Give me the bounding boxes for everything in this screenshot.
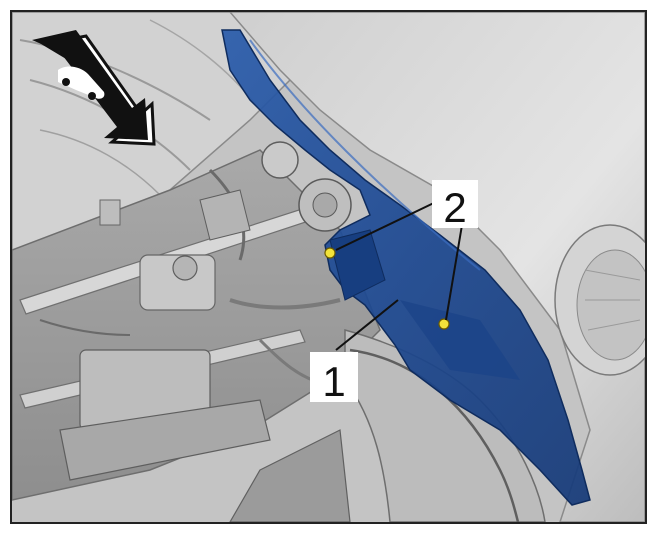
brake-fluid-cap	[261, 141, 299, 179]
fender-body	[229, 12, 645, 522]
highlighted-panel-item-1	[221, 29, 591, 506]
fastener-lower	[438, 318, 450, 330]
callout-leaders	[335, 199, 463, 351]
callout-2-box	[432, 180, 478, 228]
callout-label-1: 1	[322, 358, 345, 405]
callout-1-box	[310, 352, 358, 402]
callout-label-2: 2	[443, 184, 466, 231]
vehicle-front-direction-arrow-icon	[32, 30, 156, 146]
fastener-upper	[324, 247, 336, 259]
